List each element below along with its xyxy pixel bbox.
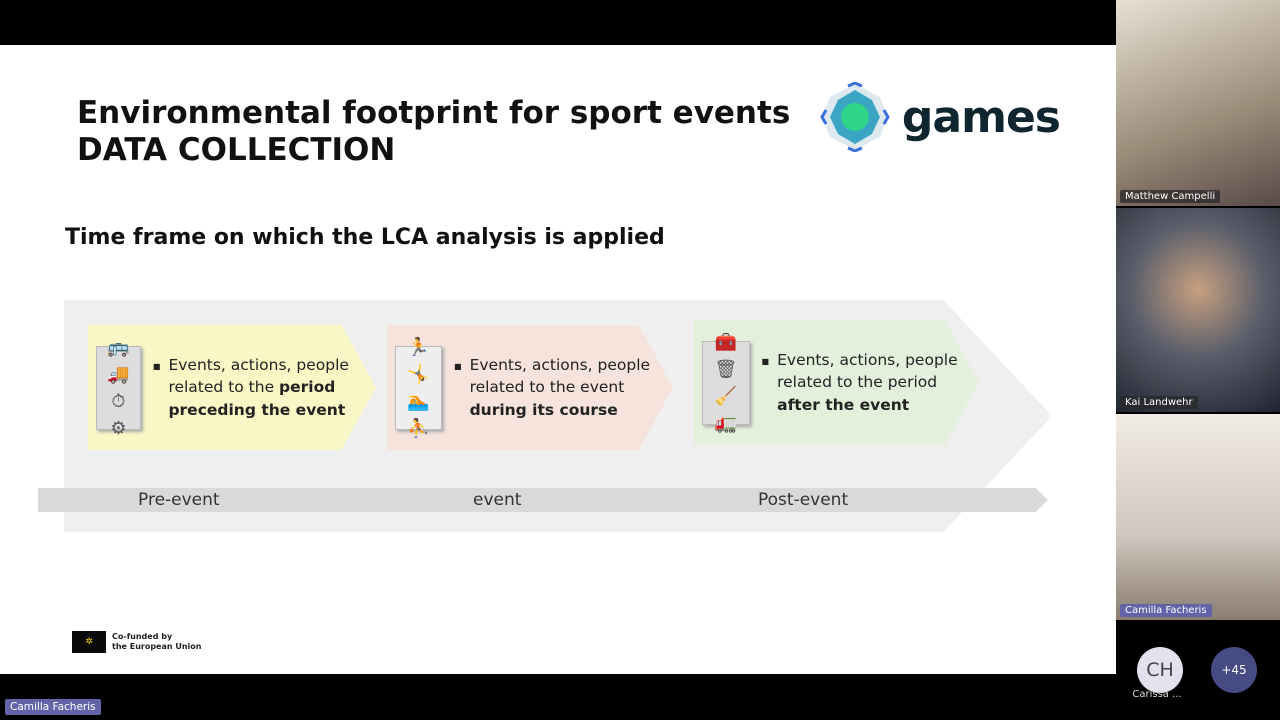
bullet-icon: ■ xyxy=(454,361,462,371)
waste-cleaning-icon: 🧰🗑🧹🚛 xyxy=(702,332,750,434)
participant-name: Carissa ... xyxy=(1132,689,1182,700)
phase-text: Events, actions, people related to the p… xyxy=(168,355,349,419)
eu-text-2: the European Union xyxy=(112,642,202,651)
games-logo-icon xyxy=(820,82,890,152)
phase-pre-event: 🚌🚚⏱⚙ ■ Events, actions, people related to… xyxy=(88,325,376,450)
bullet-icon: ■ xyxy=(761,356,770,366)
transport-logistics-icon: 🚌🚚⏱⚙ xyxy=(96,337,141,439)
timeline-arrow xyxy=(38,488,1048,512)
shared-slide: Environmental footprint for sport events… xyxy=(0,45,1116,674)
eu-text-1: Co-funded by xyxy=(112,632,173,641)
title-line-1: Environmental footprint for sport events xyxy=(77,95,791,131)
video-tile-participant[interactable]: Camilla Facheris xyxy=(1116,414,1280,620)
timeline-label-post-event: Post-event xyxy=(758,490,849,510)
eu-flag-icon: ✲ xyxy=(72,631,106,653)
participant-carissa[interactable]: CH Carissa ... xyxy=(1132,647,1183,700)
games-logo: games xyxy=(820,82,1061,152)
video-tile-participant[interactable]: Kai Landwehr xyxy=(1116,208,1280,412)
timeline-label-pre-event: Pre-event xyxy=(138,490,220,510)
sports-icon: 🏃🤸🏊⛹ xyxy=(395,337,442,439)
slide-subtitle: Time frame on which the LCA analysis is … xyxy=(65,225,665,250)
phase-text: Events, actions, people related to the p… xyxy=(777,350,958,414)
active-speaker-label: Camilla Facheris xyxy=(5,699,101,715)
participant-name: Camilla Facheris xyxy=(1120,604,1212,617)
phase-event: 🏃🤸🏊⛹ ■ Events, actions, people related to… xyxy=(387,325,673,450)
logo-text: games xyxy=(901,91,1061,143)
phase-text: Events, actions, people related to the e… xyxy=(469,355,651,419)
participant-name: Matthew Campelli xyxy=(1120,190,1221,203)
participant-name: Kai Landwehr xyxy=(1120,396,1198,409)
more-participants-button[interactable]: +45 xyxy=(1211,647,1257,693)
bullet-icon: ■ xyxy=(152,361,161,371)
timeline-label-event: event xyxy=(473,490,522,510)
avatar: CH xyxy=(1137,647,1183,693)
phase-post-event: 🧰🗑🧹🚛 ■ Events, actions, people related to… xyxy=(694,320,979,445)
video-tile-participant[interactable]: Matthew Campelli xyxy=(1116,0,1280,206)
title-line-2: DATA COLLECTION xyxy=(77,132,396,168)
slide-title: Environmental footprint for sport events… xyxy=(77,95,790,169)
